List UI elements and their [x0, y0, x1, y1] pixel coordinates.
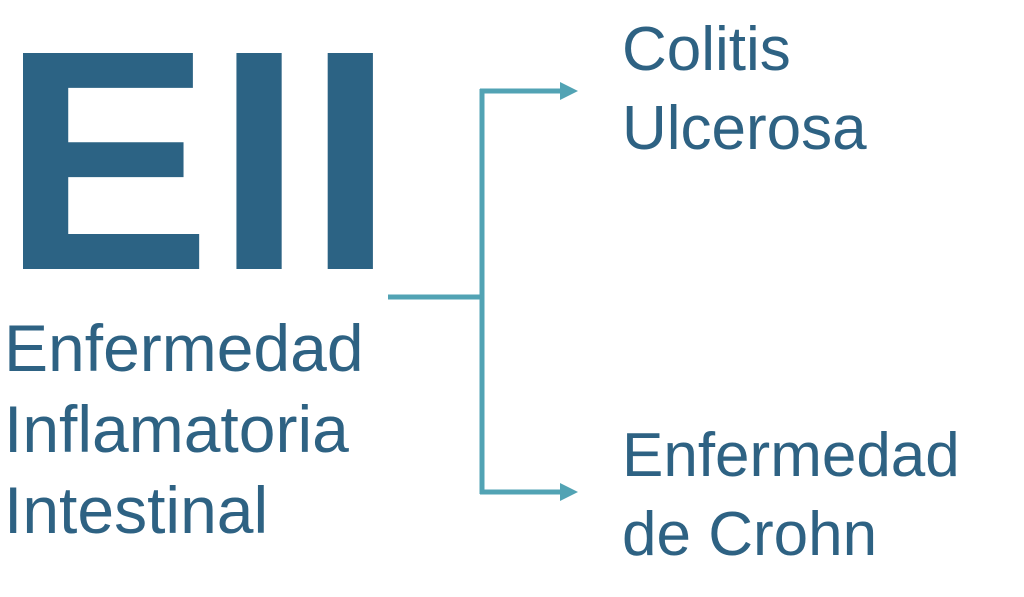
- root-name-line-3: Intestinal: [4, 473, 269, 547]
- root-name-line-2: Inflamatoria: [4, 392, 349, 466]
- branch-colitis-ulcerosa: Colitis Ulcerosa: [622, 10, 867, 168]
- branch-1-line-2: Ulcerosa: [622, 94, 867, 163]
- abbreviation-eii: EII: [2, 0, 398, 336]
- root-full-name: Enfermedad Inflamatoria Intestinal: [4, 308, 384, 551]
- branch-enfermedad-de-crohn: Enfermedad de Crohn: [622, 416, 960, 574]
- root-name-line-1: Enfermedad: [4, 311, 364, 385]
- branch-2-line-2: de Crohn: [622, 500, 878, 569]
- branch-2-line-1: Enfermedad: [622, 421, 960, 490]
- arrow-top-icon: [560, 82, 578, 100]
- branch-1-line-1: Colitis: [622, 15, 791, 84]
- arrow-bottom-icon: [560, 483, 578, 501]
